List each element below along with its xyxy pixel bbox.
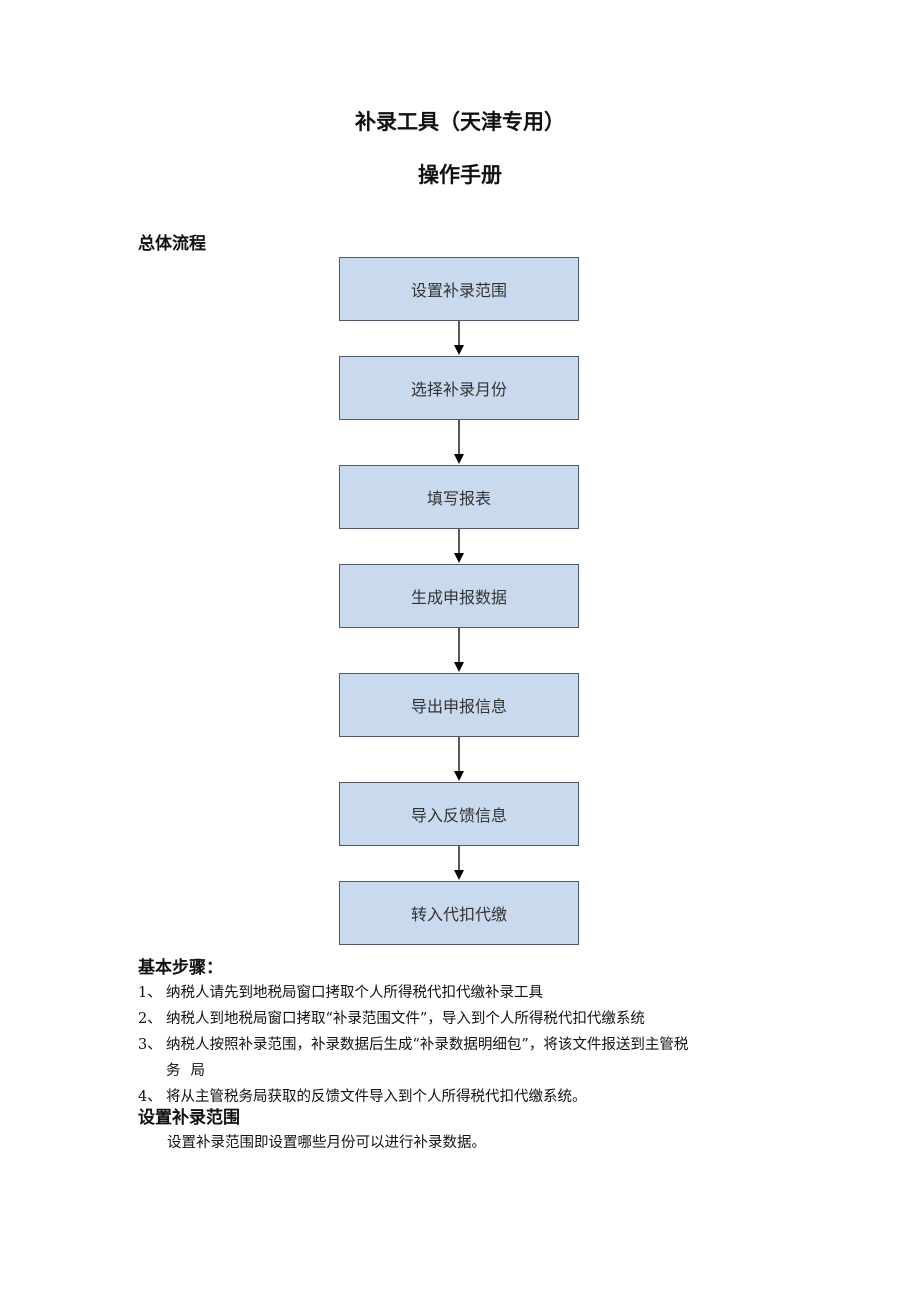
arrowhead-5 (454, 771, 464, 781)
set-range-paragraph: 设置补录范围即设置哪些月份可以进行补录数据。 (167, 1135, 486, 1151)
list-item-number: 1、 (138, 985, 162, 1001)
flow-step-select-month: 选择补录月份 (339, 356, 579, 420)
document-title: 补录工具（天津专用） (355, 110, 565, 134)
flow-step-fill-report: 填写报表 (339, 465, 579, 529)
arrowhead-1 (454, 345, 464, 355)
basic-steps-list: 1、 纳税人请先到地税局窗口拷取个人所得税代扣代缴补录工具 2、 纳税人到地税局… (138, 980, 798, 1110)
list-item-text: 将从主管税务局获取的反馈文件导入到个人所得税代扣代缴系统。 (166, 1089, 587, 1105)
list-item-text: 纳税人按照补录范围，补录数据后生成“补录数据明细包”，将该文件报送到主管税 (166, 1037, 689, 1053)
set-range-heading: 设置补录范围 (138, 1108, 240, 1128)
list-item-text: 纳税人到地税局窗口拷取“补录范围文件”，导入到个人所得税代扣代缴系统 (166, 1011, 645, 1027)
flow-heading: 总体流程 (138, 234, 206, 254)
list-item-number: 2、 (138, 1011, 162, 1027)
flow-step-import-feedback: 导入反馈信息 (339, 782, 579, 846)
arrowhead-2 (454, 454, 464, 464)
arrowhead-6 (454, 870, 464, 880)
list-item: 2、 纳税人到地税局窗口拷取“补录范围文件”，导入到个人所得税代扣代缴系统 (138, 1006, 798, 1032)
list-item-number: 3、 (138, 1037, 162, 1053)
list-item-number: 4、 (138, 1089, 162, 1105)
flow-step-export-info: 导出申报信息 (339, 673, 579, 737)
list-item: 1、 纳税人请先到地税局窗口拷取个人所得税代扣代缴补录工具 (138, 980, 798, 1006)
list-item: 4、 将从主管税务局获取的反馈文件导入到个人所得税代扣代缴系统。 (138, 1084, 798, 1110)
list-item: 3、 纳税人按照补录范围，补录数据后生成“补录数据明细包”，将该文件报送到主管税 (138, 1032, 798, 1058)
arrowhead-4 (454, 662, 464, 672)
arrowhead-3 (454, 553, 464, 563)
flow-step-generate-data: 生成申报数据 (339, 564, 579, 628)
document-subtitle: 操作手册 (418, 163, 502, 187)
list-item-text: 纳税人请先到地税局窗口拷取个人所得税代扣代缴补录工具 (166, 985, 543, 1001)
flow-step-set-range: 设置补录范围 (339, 257, 579, 321)
basic-steps-heading: 基本步骤： (138, 958, 223, 978)
flow-step-transfer: 转入代扣代缴 (339, 881, 579, 945)
list-item-continuation: 务局 (166, 1063, 215, 1079)
